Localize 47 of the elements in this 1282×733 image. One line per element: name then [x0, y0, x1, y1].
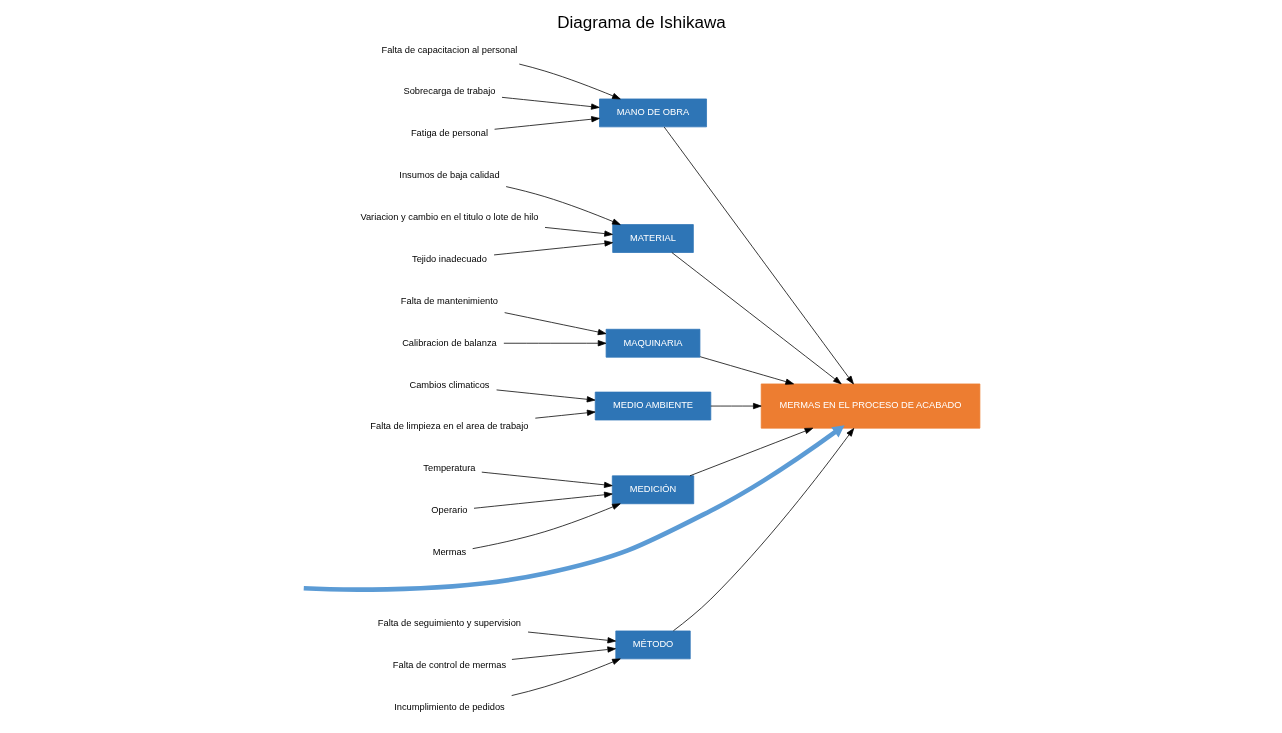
arrow — [511, 646, 616, 660]
node-box: MERMAS EN EL PROCESO DE ACABADO — [760, 383, 980, 429]
node-box: MEDICIÓN — [611, 475, 694, 505]
arrow — [503, 312, 606, 336]
node-box: MAQUINARIA — [605, 328, 700, 358]
node-text: Falta de mantenimiento — [400, 295, 498, 306]
node-text: Calibracion de balanza — [401, 337, 497, 348]
arrow — [510, 658, 621, 696]
node-text: Variacion y cambio en el titulo o lote de hilo — [359, 212, 539, 223]
arrow — [672, 428, 854, 632]
arrow — [493, 240, 613, 256]
diagram-title: Diagrama de Ishikawa — [556, 13, 726, 33]
arrow — [493, 116, 600, 130]
arrow — [534, 409, 595, 419]
node-text: Operario — [430, 505, 468, 516]
node-text: Falta de capacitacion al personal — [380, 44, 517, 55]
arrow — [480, 471, 613, 488]
arrow — [473, 491, 613, 509]
node-box: MATERIAL — [611, 224, 694, 253]
node-text: Tejido inadecuado — [411, 253, 487, 264]
arrow — [689, 427, 813, 477]
arrow — [699, 356, 794, 385]
arrow — [471, 503, 621, 550]
node-text: Falta de control de mermas — [392, 660, 506, 671]
node-text: Fatiga de personal — [410, 128, 488, 139]
node-text: Falta de seguimiento y supervision — [377, 618, 521, 629]
arrow — [527, 631, 616, 644]
node-box: MEDIO AMBIENTE — [594, 391, 711, 421]
arrow — [505, 186, 621, 225]
node-box: MÉTODO — [614, 630, 691, 660]
node-box: MANO DE OBRA — [598, 98, 707, 128]
node-text: Mermas — [432, 547, 466, 558]
arrow — [544, 227, 613, 237]
arrow — [495, 389, 595, 403]
node-text: Sobrecarga de trabajo — [402, 86, 495, 97]
arrow — [303, 425, 845, 592]
arrow — [518, 63, 621, 100]
node-text: Incumplimiento de pedidos — [393, 702, 505, 713]
node-text: Falta de limpieza en el area de trabajo — [369, 421, 529, 432]
arrow — [709, 402, 762, 410]
arrow — [663, 126, 854, 385]
node-text: Temperatura — [422, 463, 476, 474]
arrow — [501, 96, 600, 110]
arrow — [670, 252, 842, 385]
node-text: Insumos de baja calidad — [398, 170, 500, 181]
arrow — [502, 340, 606, 347]
node-text: Cambios climaticos — [408, 379, 489, 390]
